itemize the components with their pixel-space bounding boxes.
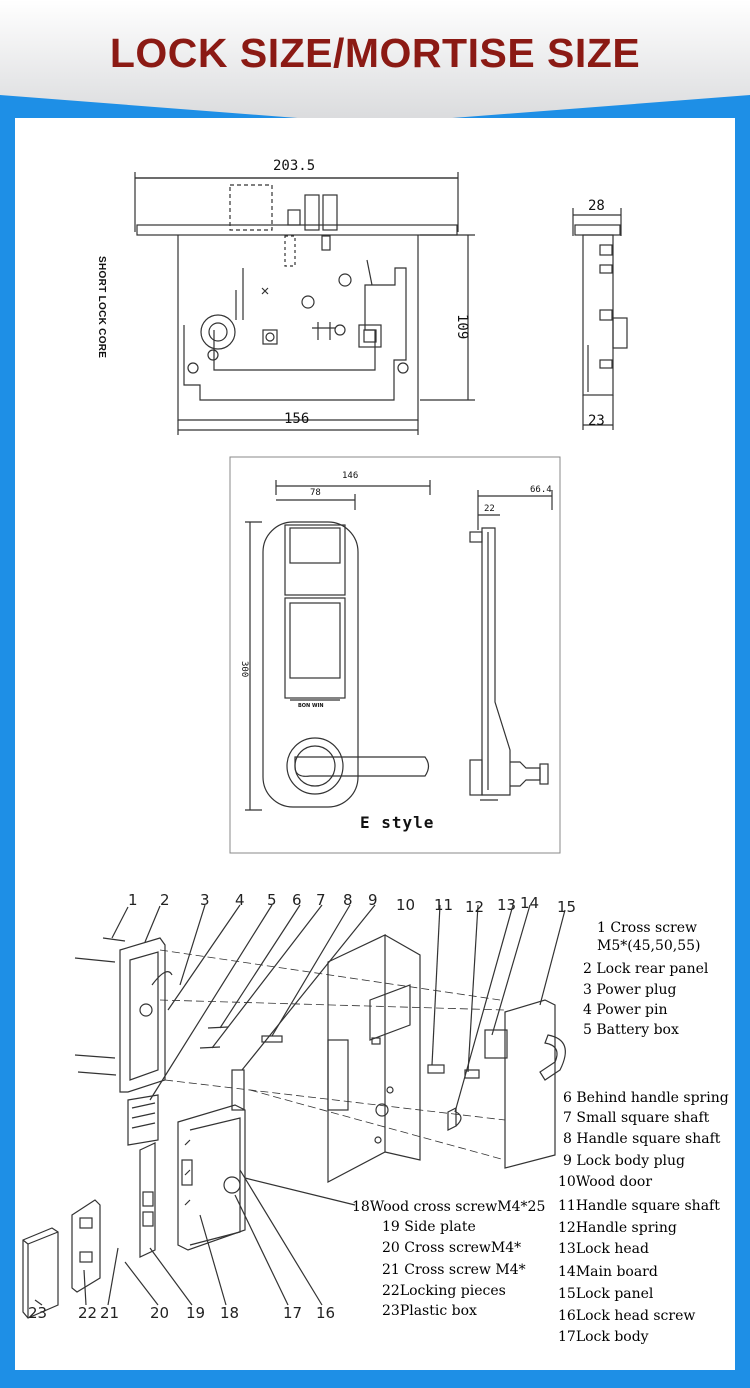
part-2: 2 Lock rear panel: [583, 961, 709, 977]
callout-11: 11: [434, 896, 453, 914]
part-1-line2: M5*(45,50,55): [597, 938, 701, 954]
part-3: 3 Power plug: [583, 982, 677, 998]
handle-front-view: [229, 456, 561, 854]
part-4: 4 Power pin: [583, 1002, 668, 1018]
part-15: 15Lock panel: [558, 1286, 654, 1302]
part-11: 11Handle square shaft: [558, 1198, 720, 1214]
dim-mortise-body-width: 156: [284, 411, 309, 427]
dim-handle-total: 146: [342, 471, 358, 481]
part-7: 7 Small square shaft: [563, 1110, 710, 1126]
dim-mortise-height: 109: [454, 314, 470, 339]
dim-side-bottom: 23: [588, 413, 605, 429]
dim-handle-depth: 66.4: [530, 485, 552, 495]
brand-label: BON WIN: [298, 703, 324, 709]
callout-1: 1: [128, 891, 138, 909]
callout-15: 15: [557, 898, 576, 916]
callout-14: 14: [520, 894, 539, 912]
dim-handle-plate: 22: [484, 504, 495, 514]
part-18: 18Wood cross screwM4*25: [352, 1199, 545, 1215]
callout-19: 19: [186, 1304, 205, 1322]
part-13: 13Lock head: [558, 1241, 649, 1257]
callout-23: 23: [28, 1304, 47, 1322]
callout-10: 10: [396, 896, 415, 914]
callout-17: 17: [283, 1304, 302, 1322]
callout-20: 20: [150, 1304, 169, 1322]
callout-7: 7: [316, 891, 326, 909]
part-22: 22Locking pieces: [382, 1283, 506, 1299]
callout-2: 2: [160, 891, 170, 909]
part-8: 8 Handle square shaft: [563, 1131, 721, 1147]
callout-12: 12: [465, 898, 484, 916]
mortise-front-view: [134, 172, 475, 435]
handle-side-view: [469, 490, 553, 801]
page-title: LOCK SIZE/MORTISE SIZE: [109, 30, 641, 76]
part-21: 21 Cross screw M4*: [382, 1262, 526, 1278]
mortise-side-view: [572, 208, 628, 430]
part-16: 16Lock head screw: [558, 1308, 695, 1324]
callout-18: 18: [220, 1304, 239, 1322]
callout-4: 4: [235, 891, 245, 909]
title-banner: LOCK SIZE/MORTISE SIZE: [0, 0, 750, 125]
part-9: 9 Lock body plug: [563, 1153, 685, 1169]
exploded-view: [22, 904, 566, 1319]
callout-21: 21: [100, 1304, 119, 1322]
callout-6: 6: [292, 891, 302, 909]
part-19: 19 Side plate: [382, 1219, 476, 1235]
dim-handle-height: 300: [239, 661, 249, 677]
part-17: 17Lock body: [558, 1329, 649, 1345]
dim-mortise-width: 203.5: [273, 158, 315, 174]
callout-9: 9: [368, 891, 378, 909]
callout-22: 22: [78, 1304, 97, 1322]
part-20: 20 Cross screwM4*: [382, 1240, 521, 1256]
part-6: 6 Behind handle spring: [563, 1090, 729, 1106]
callout-8: 8: [343, 891, 353, 909]
part-14: 14Main board: [558, 1264, 658, 1280]
part-10: 10Wood door: [558, 1174, 652, 1190]
dim-side-top: 28: [588, 198, 605, 214]
callout-5: 5: [267, 891, 277, 909]
e-style-label: E style: [360, 813, 435, 832]
diagram-svg: 203.5 109 156 28 23 146 78 300 66.4 22 B…: [22, 158, 729, 1345]
banner-background: [0, 0, 750, 124]
callout-13: 13: [497, 896, 516, 914]
dim-handle-face: 78: [310, 488, 321, 498]
part-23: 23Plastic box: [382, 1303, 477, 1319]
callout-3: 3: [200, 891, 210, 909]
part-12: 12Handle spring: [558, 1220, 677, 1236]
short-lock-core-label: SHORT LOCK CORE: [96, 256, 107, 359]
diagram-panel: 203.5 109 156 28 23 146 78 300 66.4 22 B…: [15, 118, 735, 1370]
callout-16: 16: [316, 1304, 335, 1322]
part-1-line1: 1 Cross screw: [597, 920, 697, 936]
part-5: 5 Battery box: [583, 1022, 679, 1038]
